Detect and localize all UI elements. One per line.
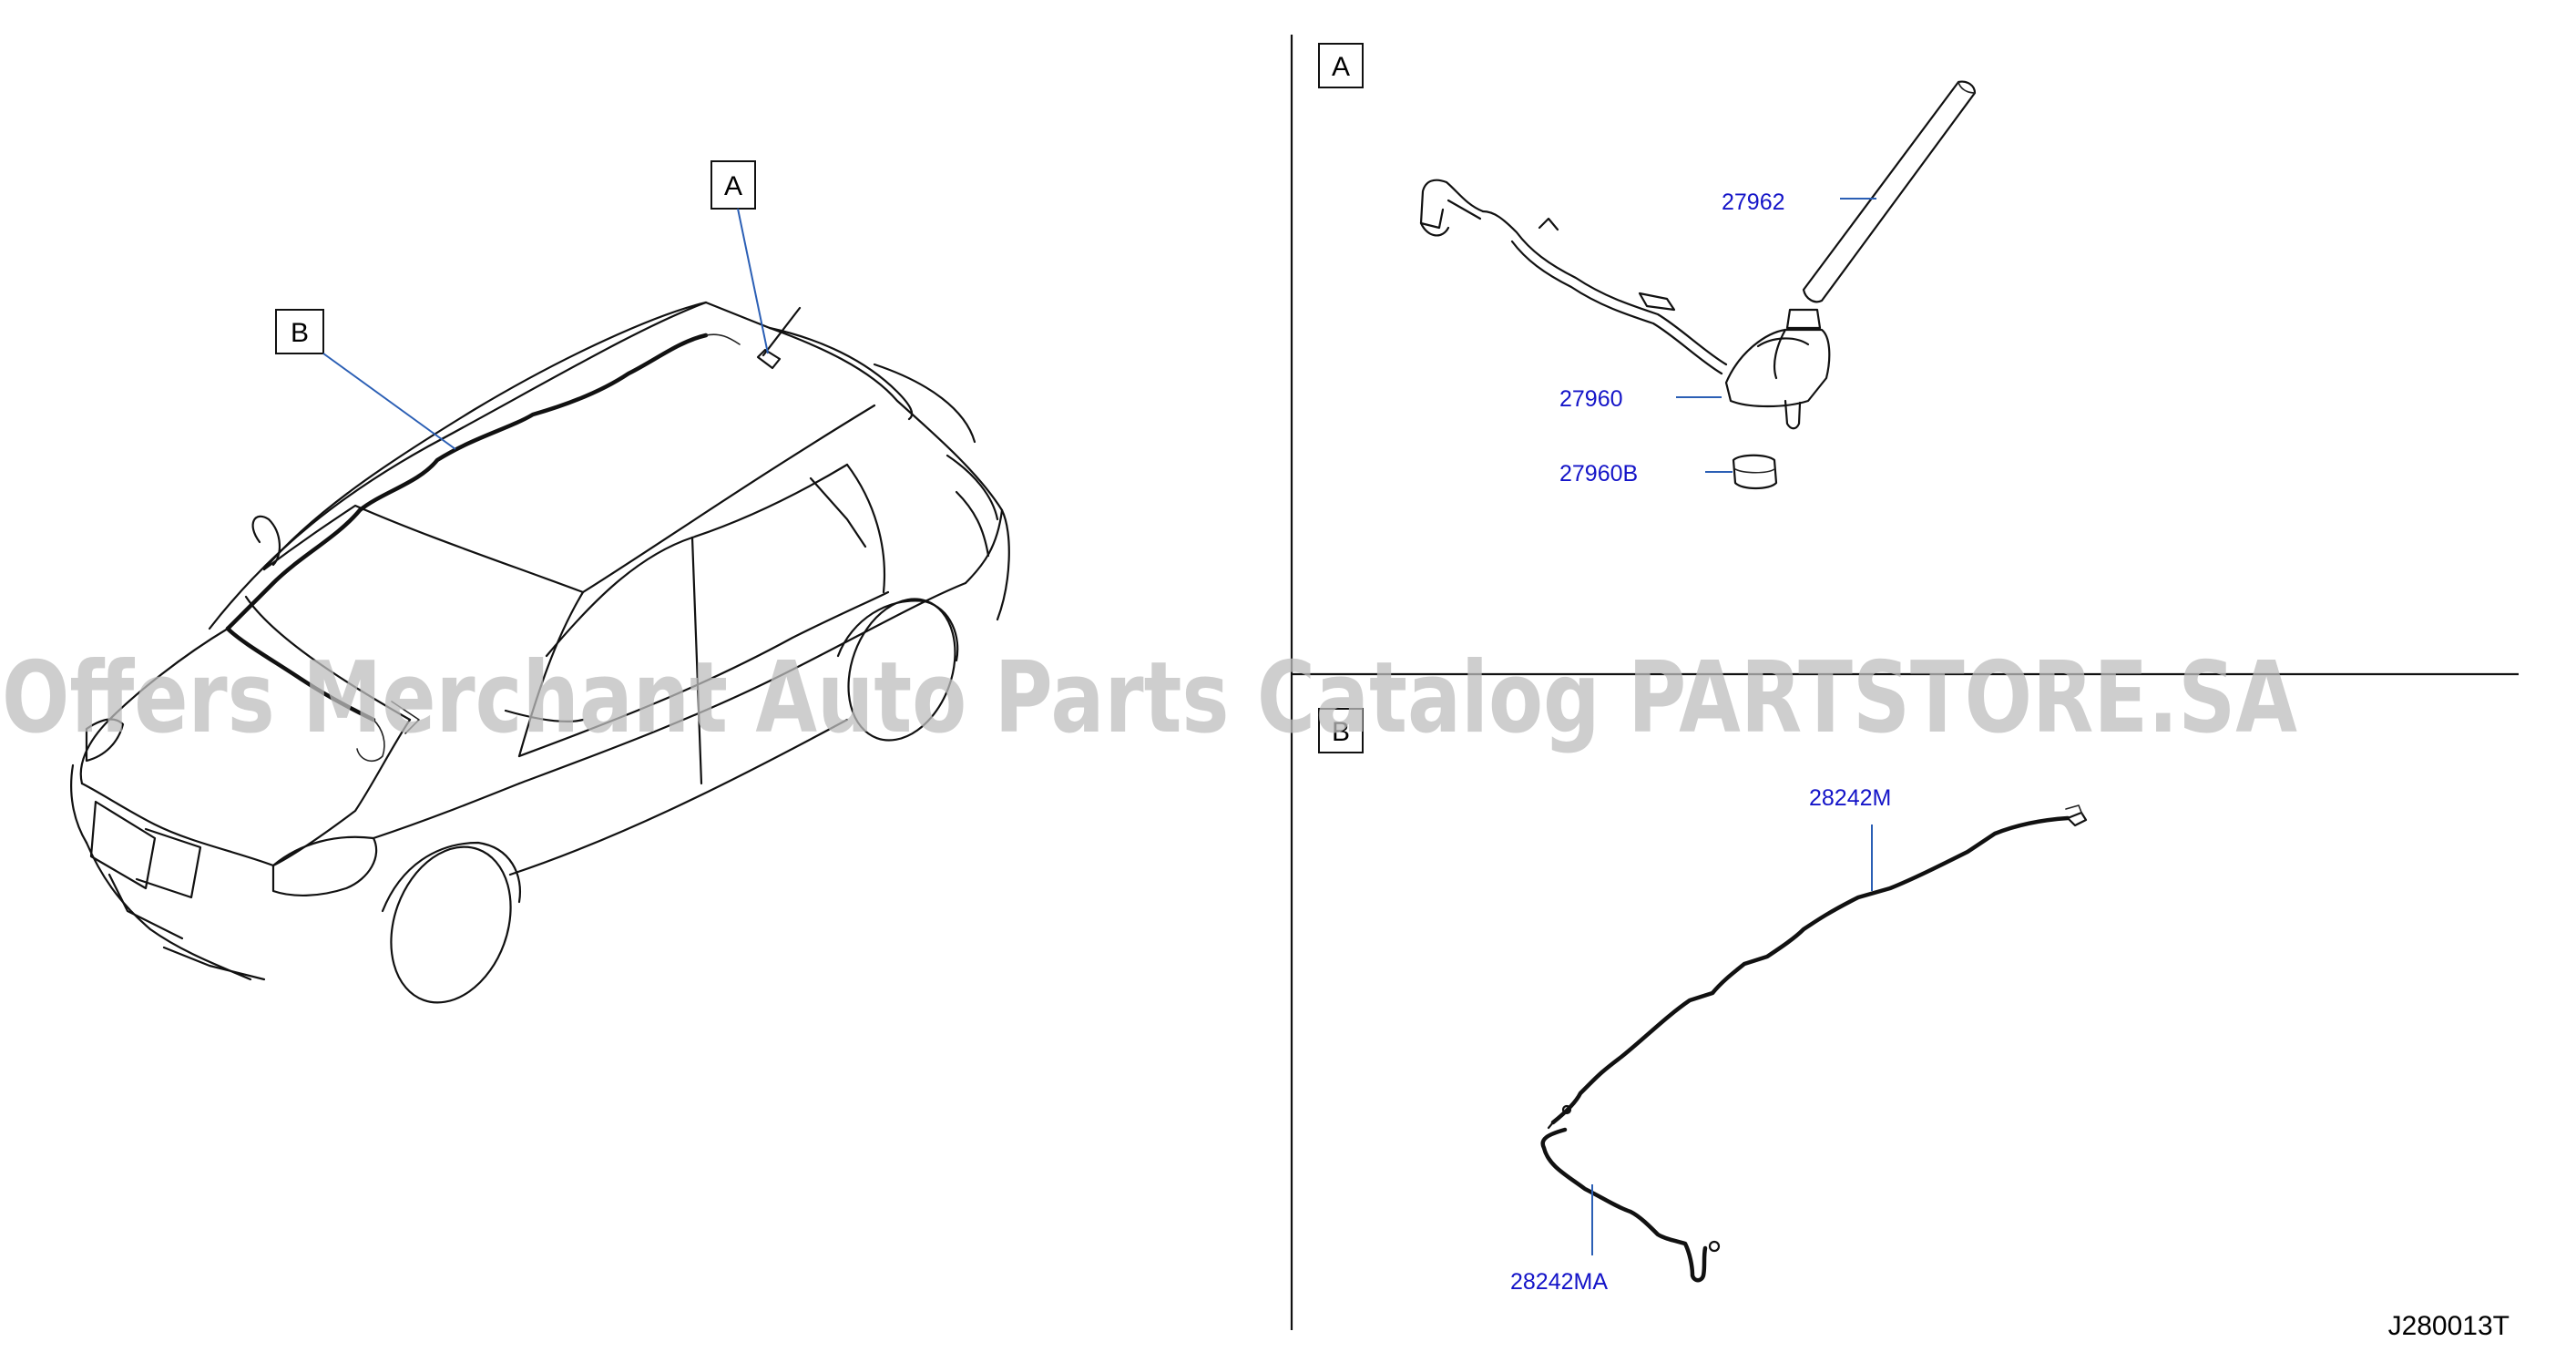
diagram-code: J280013T (2388, 1311, 2510, 1341)
part-number-27962: 27962 (1722, 189, 1785, 215)
part-number-27960b: 27960B (1559, 461, 1638, 487)
callout-a-on-car-leader (737, 208, 769, 354)
section-b-label: B (1332, 717, 1350, 747)
part-number-27960: 27960 (1559, 386, 1623, 412)
vehicle-overview-illustration (70, 301, 1010, 1004)
feeder-cable-illustration (1540, 804, 2088, 1283)
callout-b-on-car-leader (322, 353, 456, 450)
part-number-28242ma: 28242MA (1510, 1269, 1608, 1295)
callout-b-on-car-box (275, 309, 324, 354)
section-a-label: A (1332, 52, 1350, 82)
callout-a-on-car-label: A (724, 171, 742, 201)
watermark-text: Offers Merchant Auto Parts Catalog PARTS… (2, 641, 2297, 755)
section-b-box (1318, 708, 1364, 753)
part-number-28242m: 28242M (1809, 785, 1891, 811)
antenna-assembly-illustration (1419, 80, 1977, 490)
callout-b-on-car-label: B (291, 318, 309, 348)
section-a-box (1318, 43, 1364, 88)
callout-a-on-car-box (710, 160, 756, 210)
